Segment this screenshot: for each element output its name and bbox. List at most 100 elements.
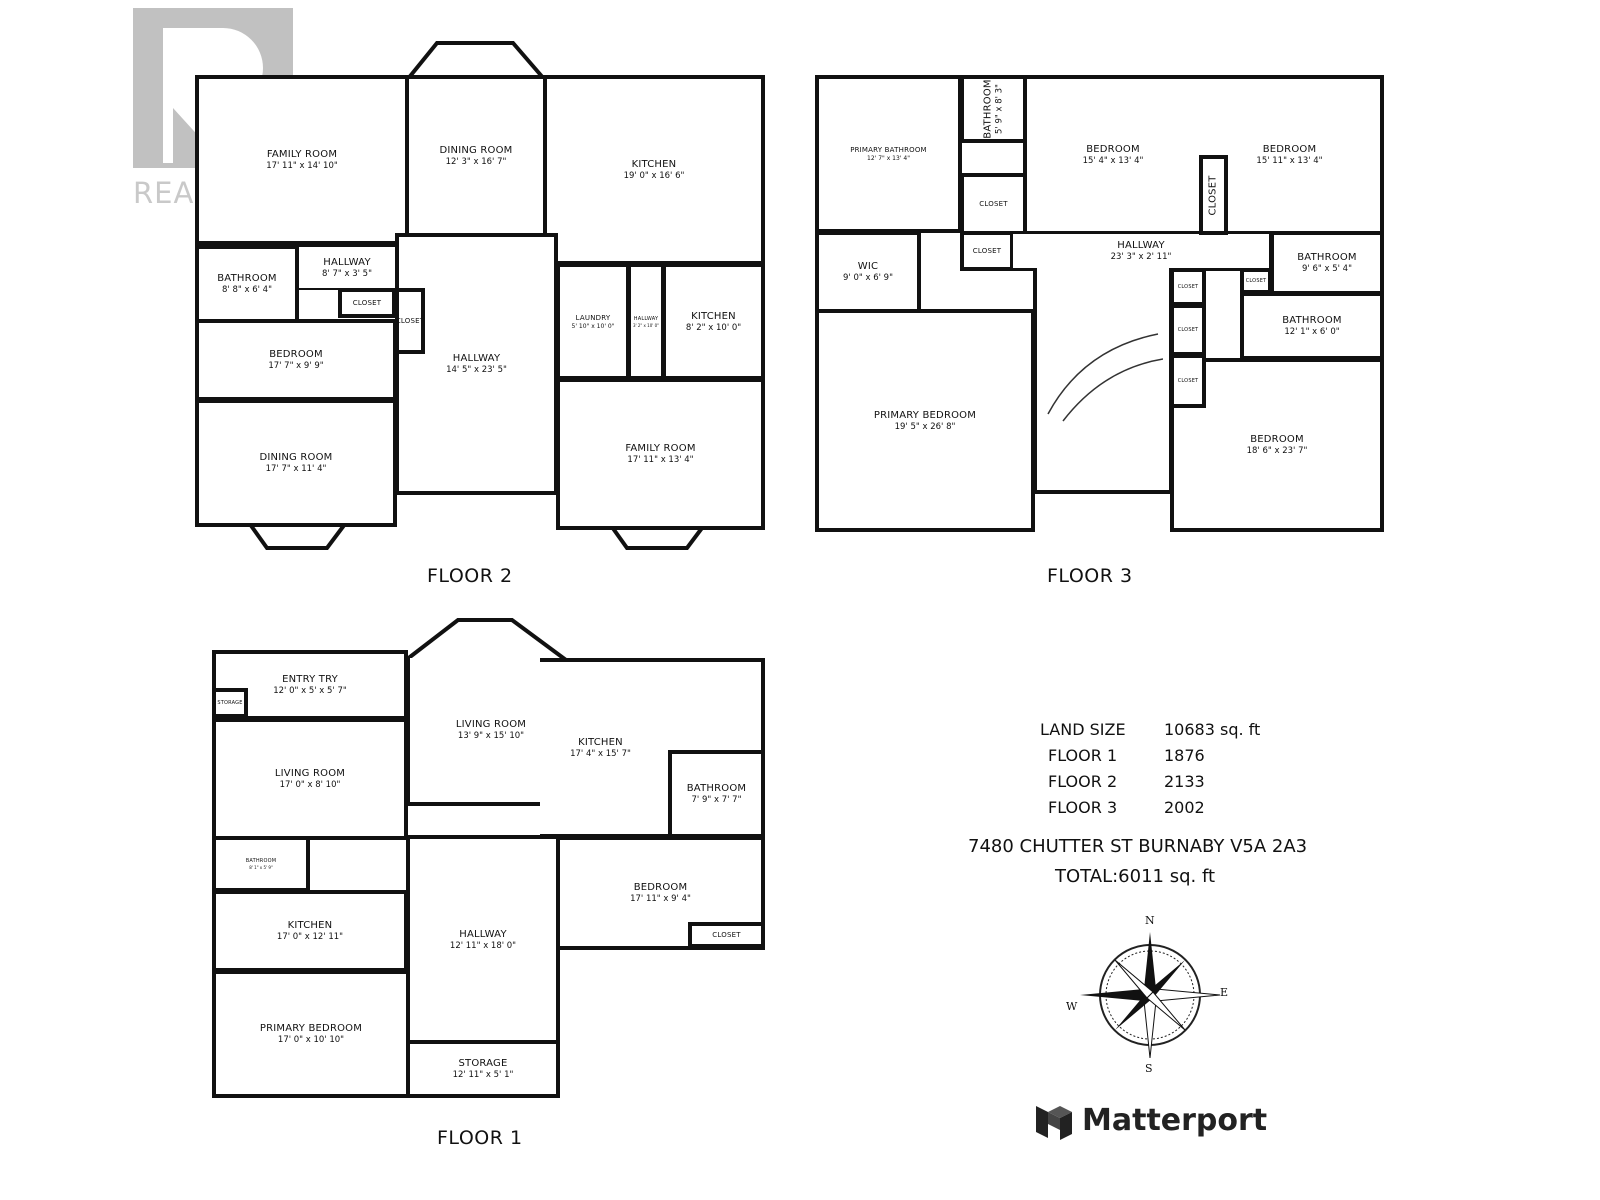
room-dimensions: 13' 9" x 15' 10"	[457, 731, 525, 741]
room-dimensions: 12' 0" x 5' x 5' 7"	[273, 686, 347, 696]
floor-2-label: FLOOR 2	[427, 565, 513, 587]
room-dimensions: 5' 9" x 8' 3"	[994, 84, 1005, 134]
room-dimensions: 15' 4" x 13' 4"	[1082, 156, 1144, 166]
room-name: LIVING ROOM	[274, 768, 346, 779]
room-name: DINING ROOM	[259, 452, 333, 463]
floor-1-label: FLOOR 1	[437, 1127, 523, 1149]
room-name: PRIMARY BATHROOM	[850, 146, 927, 154]
room-name: CLOSET	[712, 931, 741, 939]
room-dimensions: 19' 5" x 26' 8"	[894, 421, 956, 432]
room-name: CLOSET	[979, 200, 1008, 208]
room-name: LAUNDRY	[575, 313, 611, 322]
room-name: KITCHEN	[578, 737, 623, 748]
room-name: STORAGE	[458, 1058, 508, 1069]
room-name: CLOSET	[1208, 174, 1220, 216]
room-dimensions: 15' 11" x 13' 4"	[1256, 156, 1323, 166]
room-closet: CLOSET	[1199, 155, 1228, 235]
room-dimensions: 8' 2" x 10' 0"	[685, 322, 742, 333]
room-name: BEDROOM	[1086, 144, 1140, 155]
floor-3-label: FLOOR 3	[1047, 565, 1133, 587]
room-name: BATHROOM	[686, 783, 747, 794]
room-name: BATHROOM	[217, 273, 277, 284]
room-dimensions: 23' 3" x 2' 11"	[1110, 252, 1172, 262]
summary-text: 1876	[1164, 745, 1205, 765]
room-name: BATHROOM	[1297, 252, 1357, 263]
room-closet: CLOSET	[688, 922, 765, 948]
room-name: PRIMARY BEDROOM	[259, 1023, 363, 1034]
summary-text: 2133	[1164, 771, 1205, 791]
room-name: DINING ROOM	[439, 145, 513, 156]
room-dimensions: 17' 11" x 14' 10"	[266, 161, 338, 171]
room-name: BEDROOM	[1262, 144, 1317, 155]
room-dimensions: 9' 6" x 5' 4"	[1302, 264, 1352, 274]
room-dimensions: 12' 7" x 13' 4"	[867, 155, 910, 162]
staircase-icon	[1047, 333, 1163, 422]
summary-text: 2002	[1164, 797, 1205, 817]
room-dimensions: 12' 1" x 6' 0"	[1284, 327, 1340, 337]
room-name: BEDROOM	[633, 882, 688, 893]
room-name: ENTRY TRY	[282, 674, 338, 685]
room-name: CLOSET	[1177, 327, 1199, 333]
room-dimensions: 12' 11" x 5' 1"	[452, 1070, 514, 1080]
room-name: PRIMARY BEDROOM	[873, 409, 977, 421]
summary-text: TOTAL:	[1055, 866, 1119, 887]
summary-text: 6011	[1118, 866, 1164, 887]
room-dimensions: 3' 2" x 10' 0"	[632, 322, 660, 328]
room-name: CLOSET	[395, 317, 425, 325]
room-name: CLOSET	[1245, 278, 1267, 284]
room-storage: STORAGE	[212, 688, 248, 718]
room-dimensions: 17' 0" x 8' 10"	[279, 780, 341, 790]
room-name: KITCHEN	[691, 310, 736, 322]
room-name: FAMILY ROOM	[266, 149, 338, 160]
room-dimensions: 17' 11" x 9' 4"	[630, 894, 691, 904]
room-name: LIVING ROOM	[455, 719, 527, 730]
room-dimensions: 17' 11" x 13' 4"	[627, 455, 694, 465]
room-name: CLOSET	[1177, 284, 1199, 290]
room-name: CLOSET	[352, 299, 382, 307]
summary-text: LAND SIZE	[1040, 719, 1126, 739]
room-name: FAMILY ROOM	[625, 443, 696, 454]
summary-text: 10683 sq. ft	[1164, 719, 1261, 739]
room-name: BEDROOM	[269, 349, 323, 360]
property-address: 7480 CHUTTER ST BURNABY V5A 2A3	[968, 836, 1308, 857]
summary-text: FLOOR 3	[1048, 797, 1118, 817]
room-dimensions: 17' 7" x 9' 9"	[268, 361, 324, 371]
room-name: BEDROOM	[1250, 434, 1304, 445]
room-dimensions: 17' 0" x 12' 11"	[276, 932, 344, 942]
room-dimensions: 5' 10" x 10' 0"	[571, 322, 615, 330]
bay-window	[405, 41, 547, 82]
compass-west: W	[1066, 1000, 1078, 1013]
room-name: BATHROOM	[1282, 315, 1342, 326]
room-name: STORAGE	[217, 700, 243, 706]
summary-text: FLOOR 2	[1048, 771, 1118, 791]
room-dimensions: 8' 7" x 3' 5"	[322, 268, 372, 279]
room-closet: CLOSET	[1170, 304, 1206, 356]
room-closet: CLOSET	[960, 173, 1027, 235]
room-name: BATHROOM	[982, 79, 994, 139]
compass-rose-icon: N S E W	[1066, 914, 1230, 1075]
room-name: BATHROOM	[245, 858, 277, 864]
room-dimensions: 7' 9" x 7' 7"	[691, 795, 742, 805]
room-name: HALLWAY	[459, 929, 507, 940]
room-name: HALLWAY	[1117, 240, 1165, 251]
